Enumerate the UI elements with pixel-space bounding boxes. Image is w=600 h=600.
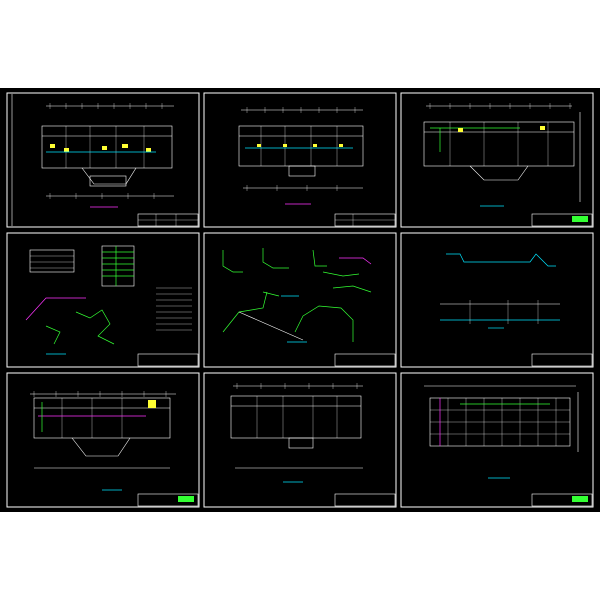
sheet-panel-5[interactable] bbox=[203, 232, 397, 368]
floor-plan-drawing bbox=[6, 92, 200, 228]
sheet-panel-8[interactable] bbox=[203, 372, 397, 508]
sheet-panel-7[interactable] bbox=[6, 372, 200, 508]
legend-and-system-drawing bbox=[6, 232, 200, 368]
drawing-sheet bbox=[0, 88, 600, 512]
pipe-elevation-drawing bbox=[400, 232, 594, 368]
floor-plan-drawing bbox=[6, 372, 200, 508]
sheet-panel-2[interactable] bbox=[203, 92, 397, 228]
sheet-panel-9[interactable] bbox=[400, 372, 594, 508]
floor-plan-drawing bbox=[203, 92, 397, 228]
sheet-panel-4[interactable] bbox=[6, 232, 200, 368]
floor-plan-drawing bbox=[400, 92, 594, 228]
sheet-panel-6[interactable] bbox=[400, 232, 594, 368]
pipe-isometric-drawing bbox=[203, 232, 397, 368]
grid-plan-drawing bbox=[400, 372, 594, 508]
floor-plan-drawing bbox=[203, 372, 397, 508]
sheet-panel-1[interactable] bbox=[6, 92, 200, 228]
sheet-panel-3[interactable] bbox=[400, 92, 594, 228]
